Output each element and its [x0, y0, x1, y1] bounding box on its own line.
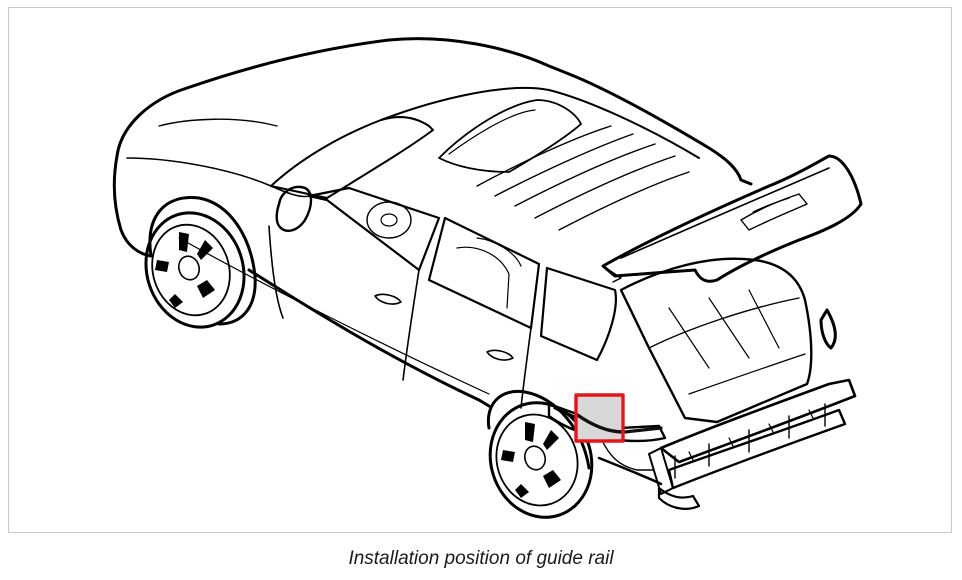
figure-caption: Installation position of guide rail [348, 548, 614, 569]
guide-rail-highlight [574, 393, 625, 443]
tailgate-open [601, 154, 863, 283]
rear-bumper [648, 378, 857, 510]
figure-frame [8, 7, 952, 533]
front-wheel [144, 196, 257, 329]
vehicle-illustration [112, 37, 863, 519]
vehicle-body [112, 37, 753, 486]
cargo-area [619, 257, 837, 424]
guide-rail-highlight-box [574, 393, 625, 443]
